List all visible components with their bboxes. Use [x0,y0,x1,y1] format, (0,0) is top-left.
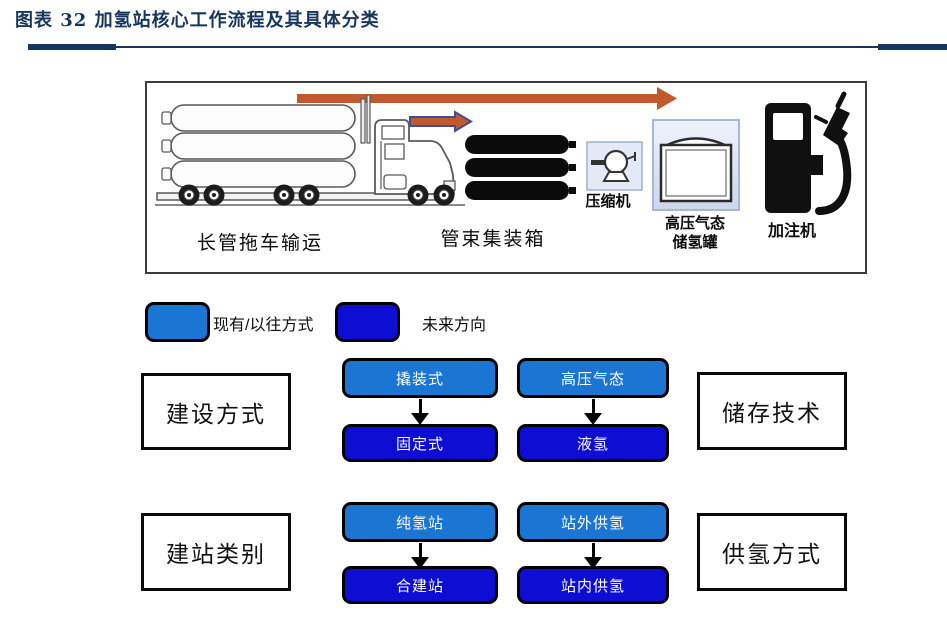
storage-tank-label-line2: 储氢罐 [672,234,718,251]
title-rule [28,46,947,48]
category-box-construction-method: 建设方式 [141,373,291,450]
legend-swatch-future [335,302,400,342]
down-arrow-icon [584,399,602,425]
flow-box-pure-hydrogen-station: 纯氢站 [342,502,498,542]
category-box-storage-technology: 储存技术 [697,372,847,450]
truck-label: 长管拖车输运 [196,233,323,254]
tube-bundle-label: 管束集装箱 [440,229,546,250]
legend-label-future: 未来方向 [422,317,487,334]
title-rule-right-accent [878,44,947,50]
flow-arrow-long-icon [297,87,677,110]
flow-box-onsite-supply: 站内供氢 [517,566,669,604]
legend-label-existing: 现有/以往方式 [213,317,314,334]
flow-box-combined-station: 合建站 [342,566,498,604]
flow-box-liquid-hydrogen: 液氢 [517,424,669,462]
category-box-station-type: 建站类别 [141,513,291,591]
tube-bundle-icon [465,135,576,200]
flow-box-skid-mounted: 撬装式 [342,358,498,398]
fuel-dispenser-icon [765,91,852,215]
storage-tank-icon [652,119,740,211]
flow-arrow-short-icon [409,110,473,133]
flow-box-fixed: 固定式 [342,424,498,462]
storage-tank-label: 高压气态 储氢罐 [645,214,745,252]
page-title: 图表 32 加氢站核心工作流程及其具体分类 [15,10,380,31]
dispenser-label: 加注机 [767,223,816,240]
compressor-icon [586,141,643,191]
down-arrow-icon [411,399,429,425]
storage-tank-label-line1: 高压气态 [664,215,725,232]
compressor-label: 压缩机 [585,193,631,210]
category-box-supply-mode: 供氢方式 [697,513,847,591]
tube-trailer-truck-icon [155,94,465,206]
legend-swatch-existing [145,302,210,342]
process-illustration-panel [145,81,867,274]
flow-box-offsite-supply: 站外供氢 [517,502,669,542]
title-rule-left-accent [28,44,116,50]
flow-box-high-pressure-gas: 高压气态 [517,358,669,398]
process-scene-svg [155,87,852,215]
